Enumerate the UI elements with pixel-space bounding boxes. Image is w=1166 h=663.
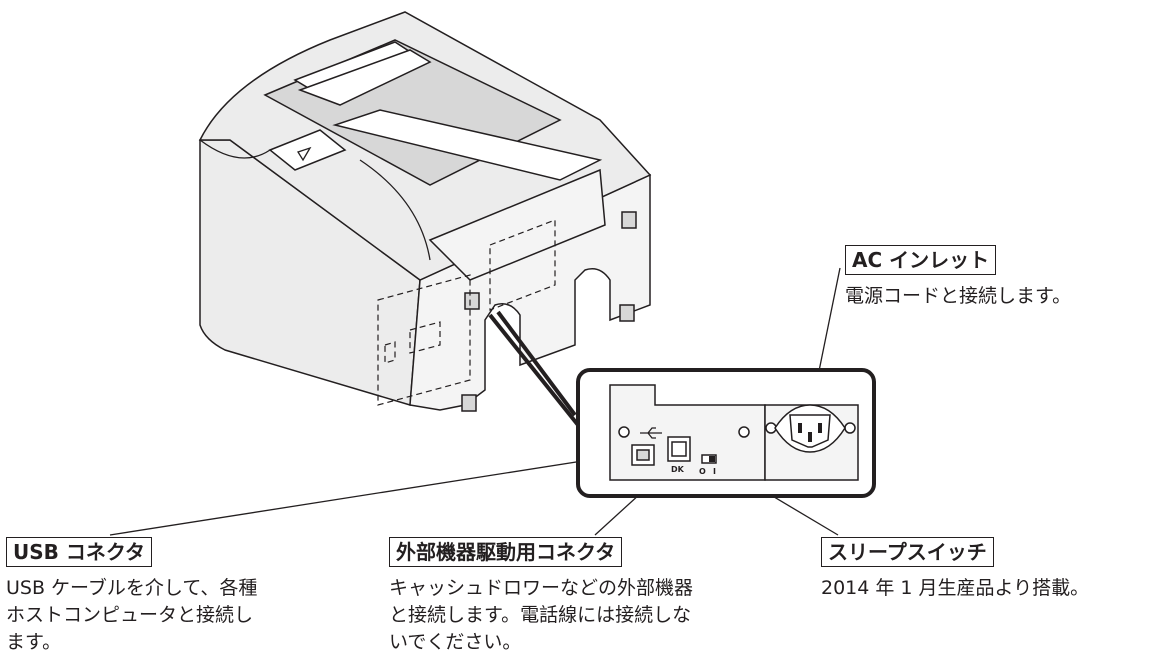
pointer-lines (109, 267, 841, 536)
switch-on-mark: I (713, 467, 716, 476)
usb-connector-description: USB ケーブルを介して、各種 ホストコンピュータと接続し ます。 (6, 577, 258, 653)
ac-inlet-description: 電源コードと接続します。 (845, 285, 1072, 307)
switch-off-mark: O (699, 467, 706, 476)
peripheral-connector-description: キャッシュドロワーなどの外部機器 と接続します。電話線には接続しな いでください… (389, 577, 694, 653)
printer-illustration (198, 11, 652, 412)
ac-inlet-label: AC インレット (845, 245, 997, 275)
dk-mark: DK (671, 465, 685, 474)
rear-panel-closeup: DK O I (576, 368, 876, 498)
usb-connector-label: USB コネクタ (6, 537, 153, 567)
sleep-switch-description: 2014 年 1 月生産品より搭載。 (821, 577, 1090, 599)
sleep-switch-label: スリープスイッチ (821, 537, 994, 567)
peripheral-connector-label: 外部機器駆動用コネクタ (389, 537, 623, 567)
